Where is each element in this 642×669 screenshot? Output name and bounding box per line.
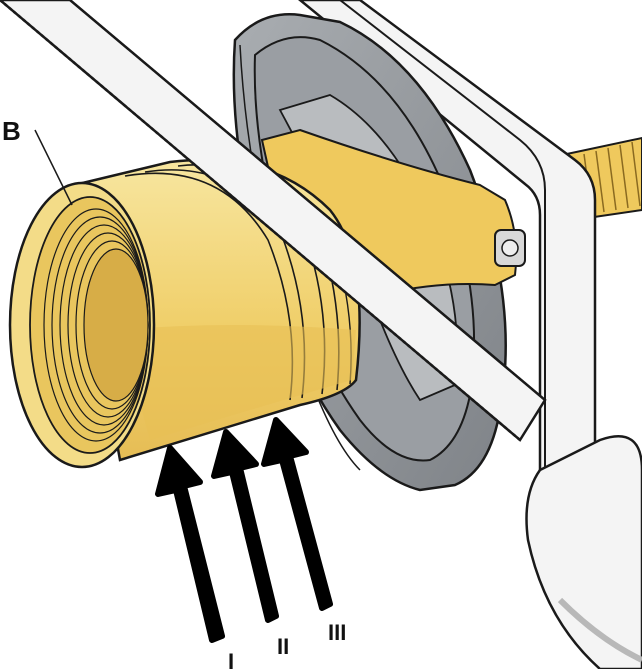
arrow-ii — [211, 429, 279, 623]
label-cut-i: I — [228, 649, 234, 669]
label-cut-ii: II — [277, 634, 289, 659]
label-cut-iii: III — [328, 620, 346, 645]
arrow-iii — [261, 417, 333, 611]
arrow-i — [155, 445, 225, 643]
hacksaw-blade — [0, 0, 547, 442]
label-b-leader — [34, 129, 73, 206]
hacksaw-handle — [525, 435, 642, 669]
label-b: B — [2, 116, 21, 146]
cut-arrows — [155, 417, 333, 643]
